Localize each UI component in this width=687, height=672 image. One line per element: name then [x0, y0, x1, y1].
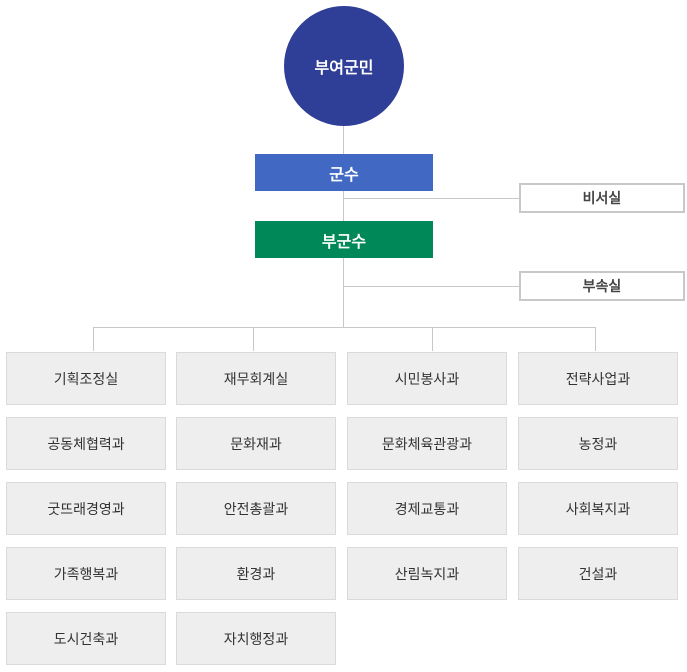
department-box: 기획조정실 — [6, 352, 166, 405]
mayor-node: 군수 — [255, 154, 433, 191]
connector-vice-office — [343, 286, 519, 287]
department-box: 농정과 — [518, 417, 678, 470]
department-box: 환경과 — [176, 547, 336, 600]
department-box: 사회복지과 — [518, 482, 678, 535]
department-box: 전략사업과 — [518, 352, 678, 405]
department-box: 공동체협력과 — [6, 417, 166, 470]
vice-mayor-node: 부군수 — [255, 221, 433, 258]
connector-col-2 — [253, 327, 254, 351]
department-box: 문화재과 — [176, 417, 336, 470]
connector-horizontal-depts — [93, 327, 595, 328]
department-box: 문화체육관광과 — [347, 417, 507, 470]
connector-secretary — [343, 198, 519, 199]
department-box: 도시건축과 — [6, 612, 166, 665]
department-box: 안전총괄과 — [176, 482, 336, 535]
root-citizens-node: 부여군민 — [284, 6, 404, 126]
secretary-office-node: 비서실 — [519, 183, 685, 213]
connector-col-4 — [595, 327, 596, 351]
department-box: 굿뜨래경영과 — [6, 482, 166, 535]
department-box: 산림녹지과 — [347, 547, 507, 600]
department-box: 경제교통과 — [347, 482, 507, 535]
department-box: 자치행정과 — [176, 612, 336, 665]
department-box: 건설과 — [518, 547, 678, 600]
connector-col-1 — [93, 327, 94, 351]
department-box: 시민봉사과 — [347, 352, 507, 405]
connector-col-3 — [432, 327, 433, 351]
department-box: 재무회계실 — [176, 352, 336, 405]
vice-office-node: 부속실 — [519, 271, 685, 301]
department-box: 가족행복과 — [6, 547, 166, 600]
